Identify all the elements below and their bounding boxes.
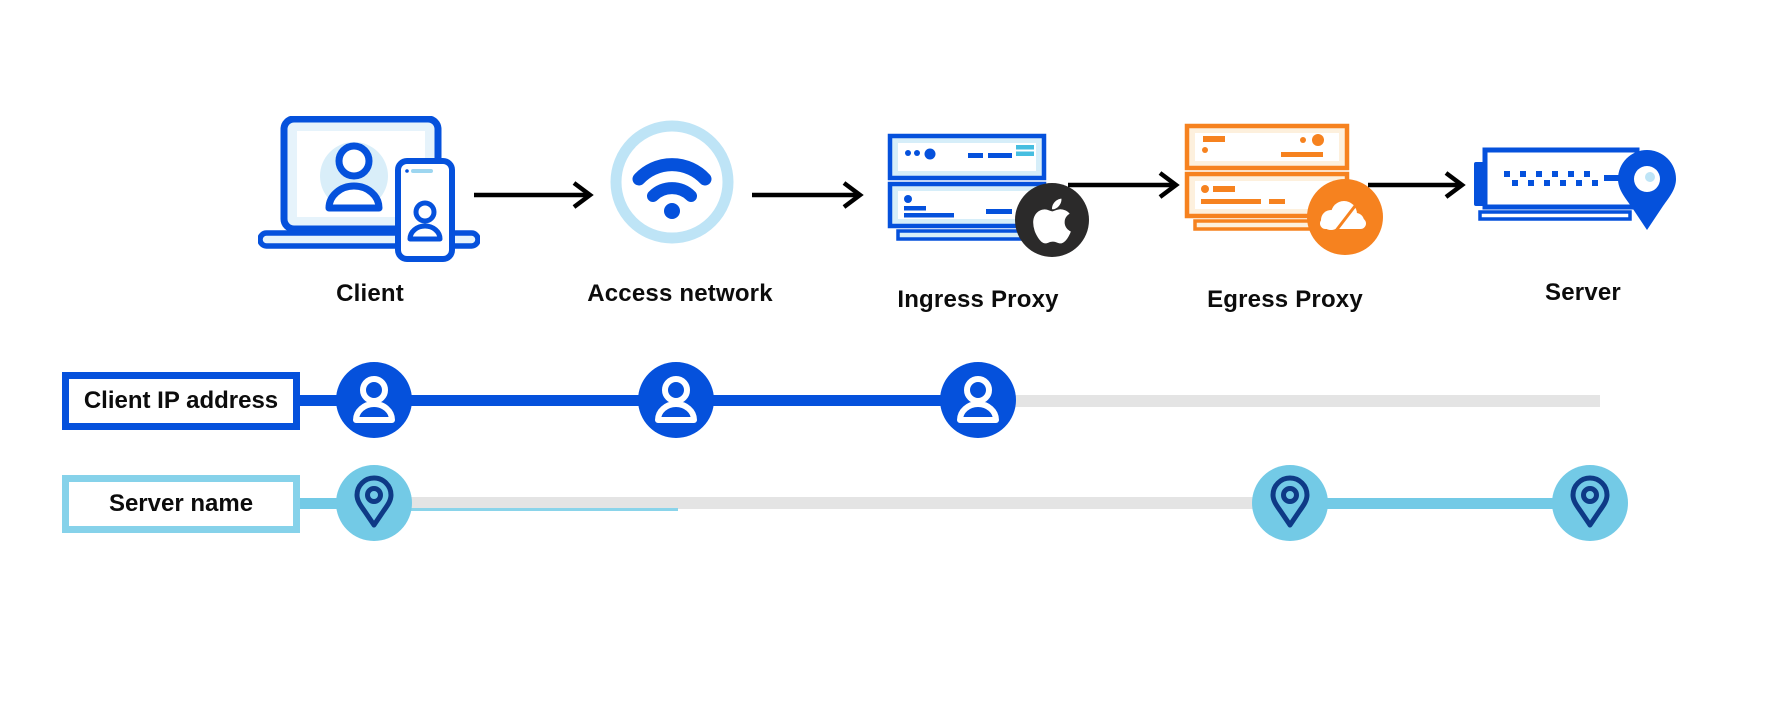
client-ip-address-label: Client IP address — [83, 387, 279, 414]
node-label-ingress-proxy: Ingress Proxy — [897, 286, 1059, 313]
server-stack-blue-icon — [887, 133, 1089, 257]
server-name-track-visible-segment — [1288, 498, 1592, 509]
person-marker-access-network-icon — [638, 362, 714, 438]
node-label-client: Client — [336, 280, 404, 307]
cloudflare-logo-icon — [1307, 179, 1383, 255]
client-ip-track-visible-segment — [296, 395, 980, 406]
server-name-track-accent-underline — [378, 508, 678, 511]
client-ip-track-hidden-segment — [978, 395, 1600, 407]
server-name-label: Server name — [108, 490, 254, 517]
arrow-access-to-ingress-icon — [752, 181, 864, 209]
arrow-egress-to-server-icon — [1368, 171, 1466, 199]
node-label-server: Server — [1545, 279, 1621, 306]
server-stack-orange-icon — [1184, 123, 1383, 255]
apple-logo-icon — [1015, 183, 1089, 257]
location-pin-filled-icon — [1618, 150, 1676, 230]
person-marker-ingress-proxy-icon — [940, 362, 1016, 438]
wifi-icon — [610, 120, 734, 244]
node-label-access-network: Access network — [587, 280, 773, 307]
arrow-ingress-to-egress-icon — [1068, 171, 1180, 199]
node-label-egress-proxy: Egress Proxy — [1207, 286, 1363, 313]
server-name-box: Server name — [62, 475, 300, 533]
pin-marker-client-icon — [336, 465, 412, 541]
client-devices-icon — [258, 116, 480, 262]
server-name-track-hidden-segment — [376, 497, 1290, 509]
arrow-client-to-access-icon — [474, 181, 594, 209]
client-ip-address-box: Client IP address — [62, 372, 300, 430]
pin-marker-egress-proxy-icon — [1252, 465, 1328, 541]
pin-marker-server-icon — [1552, 465, 1628, 541]
person-marker-client-icon — [336, 362, 412, 438]
server-location-icon — [1474, 147, 1676, 230]
